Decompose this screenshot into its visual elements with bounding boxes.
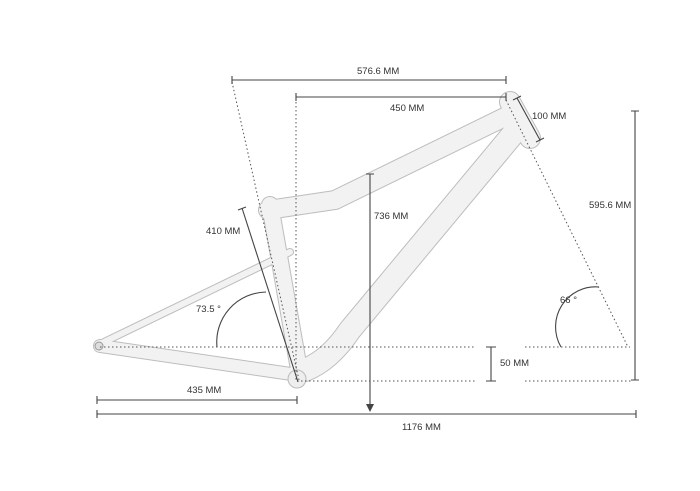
rear-dropout — [94, 341, 104, 351]
seat-tube-label: 410 MM — [206, 226, 240, 237]
bike-frame — [93, 91, 541, 389]
stack-label: 595.6 MM — [589, 200, 631, 211]
top-tube-label: 450 MM — [390, 103, 424, 114]
bb-drop-label: 50 MM — [500, 358, 529, 369]
head-angle-label: 66 ° — [560, 295, 577, 306]
dimension-lines — [96, 76, 639, 418]
seat-angle-label: 73.5 ° — [196, 304, 221, 315]
reach-front-label: 576.6 MM — [357, 66, 399, 77]
reference-lines — [100, 81, 632, 382]
head-tube-label: 100 MM — [532, 111, 566, 122]
wheelbase-label: 1176 MM — [402, 422, 441, 433]
standover-label: 736 MM — [374, 211, 408, 222]
chainstay-label: 435 MM — [187, 385, 221, 396]
